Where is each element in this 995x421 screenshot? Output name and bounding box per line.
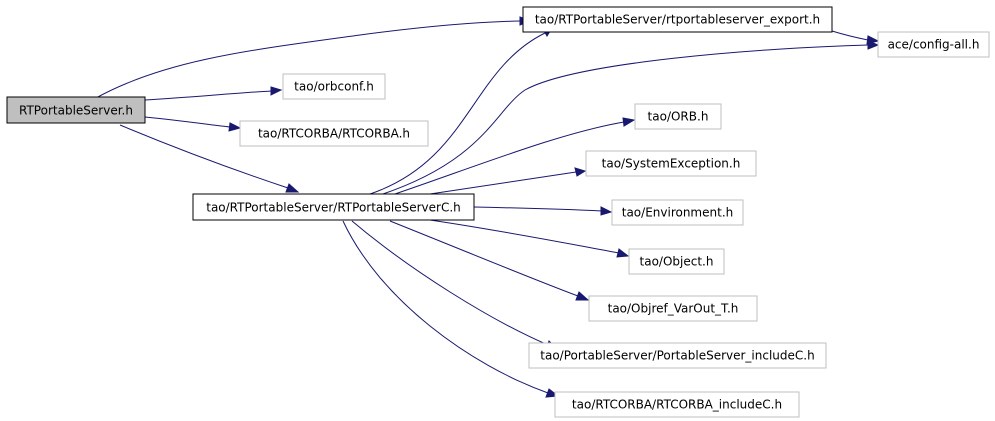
node-root[interactable]: RTPortableServer.h <box>6 96 146 124</box>
node-rtcinc-label: tao/RTCORBA/RTCORBA_includeC.h <box>572 398 782 412</box>
node-sysexc[interactable]: tao/SystemException.h <box>585 150 757 177</box>
node-orbconf[interactable]: tao/orbconf.h <box>282 73 386 100</box>
node-psinc[interactable]: tao/PortableServer/PortableServer_includ… <box>528 342 827 369</box>
node-objref[interactable]: tao/Objref_VarOut_T.h <box>588 295 758 322</box>
node-sysexc-label: tao/SystemException.h <box>602 157 741 171</box>
node-object-label: tao/Object.h <box>640 255 714 269</box>
edge-rtpsc-to-config <box>379 40 880 196</box>
node-orb-label: tao/ORB.h <box>648 110 709 124</box>
node-export-label: tao/RTPortableServer/rtportableserver_ex… <box>535 13 820 27</box>
node-rtcorba[interactable]: tao/RTCORBA/RTCORBA.h <box>239 120 429 147</box>
node-psinc-label: tao/PortableServer/PortableServer_includ… <box>540 349 814 363</box>
node-object[interactable]: tao/Object.h <box>628 248 725 275</box>
node-env-label: tao/Environment.h <box>622 206 734 220</box>
node-orb[interactable]: tao/ORB.h <box>634 103 722 130</box>
edge-rtpsc-to-psinc <box>351 220 559 350</box>
edge-rtpsc-to-rtcinc <box>342 220 560 398</box>
node-orbconf-label: tao/orbconf.h <box>294 80 374 94</box>
node-rtcinc[interactable]: tao/RTCORBA/RTCORBA_includeC.h <box>554 391 800 418</box>
node-rtcorba-label: tao/RTCORBA/RTCORBA.h <box>258 127 410 141</box>
node-config-label: ace/config-all.h <box>888 38 980 52</box>
node-config[interactable]: ace/config-all.h <box>877 31 990 58</box>
edge-rtpsc-to-object <box>429 219 630 258</box>
edge-rtpsc-to-sysexc <box>429 167 587 195</box>
node-export[interactable]: tao/RTPortableServer/rtportableserver_ex… <box>522 6 833 33</box>
edge-root-to-orbconf <box>144 86 283 101</box>
edge-rtpsc-to-env <box>473 206 613 216</box>
node-rtpsc[interactable]: tao/RTPortableServer/RTPortableServerC.h <box>192 193 475 221</box>
graph-nodes: RTPortableServer.h tao/RTPortableServer/… <box>6 6 990 418</box>
node-env[interactable]: tao/Environment.h <box>611 199 744 226</box>
node-objref-label: tao/Objref_VarOut_T.h <box>608 302 739 316</box>
edge-rtpsc-to-export <box>369 27 553 195</box>
node-root-label: RTPortableServer.h <box>19 104 133 118</box>
edge-rtpsc-to-objref <box>389 220 590 301</box>
edge-root-to-rtcorba <box>144 116 242 132</box>
node-rtpsc-label: tao/RTPortableServer/RTPortableServerC.h <box>206 201 461 215</box>
edge-rtpsc-to-orb <box>394 117 636 195</box>
edge-root-to-rtpsc <box>119 124 300 193</box>
